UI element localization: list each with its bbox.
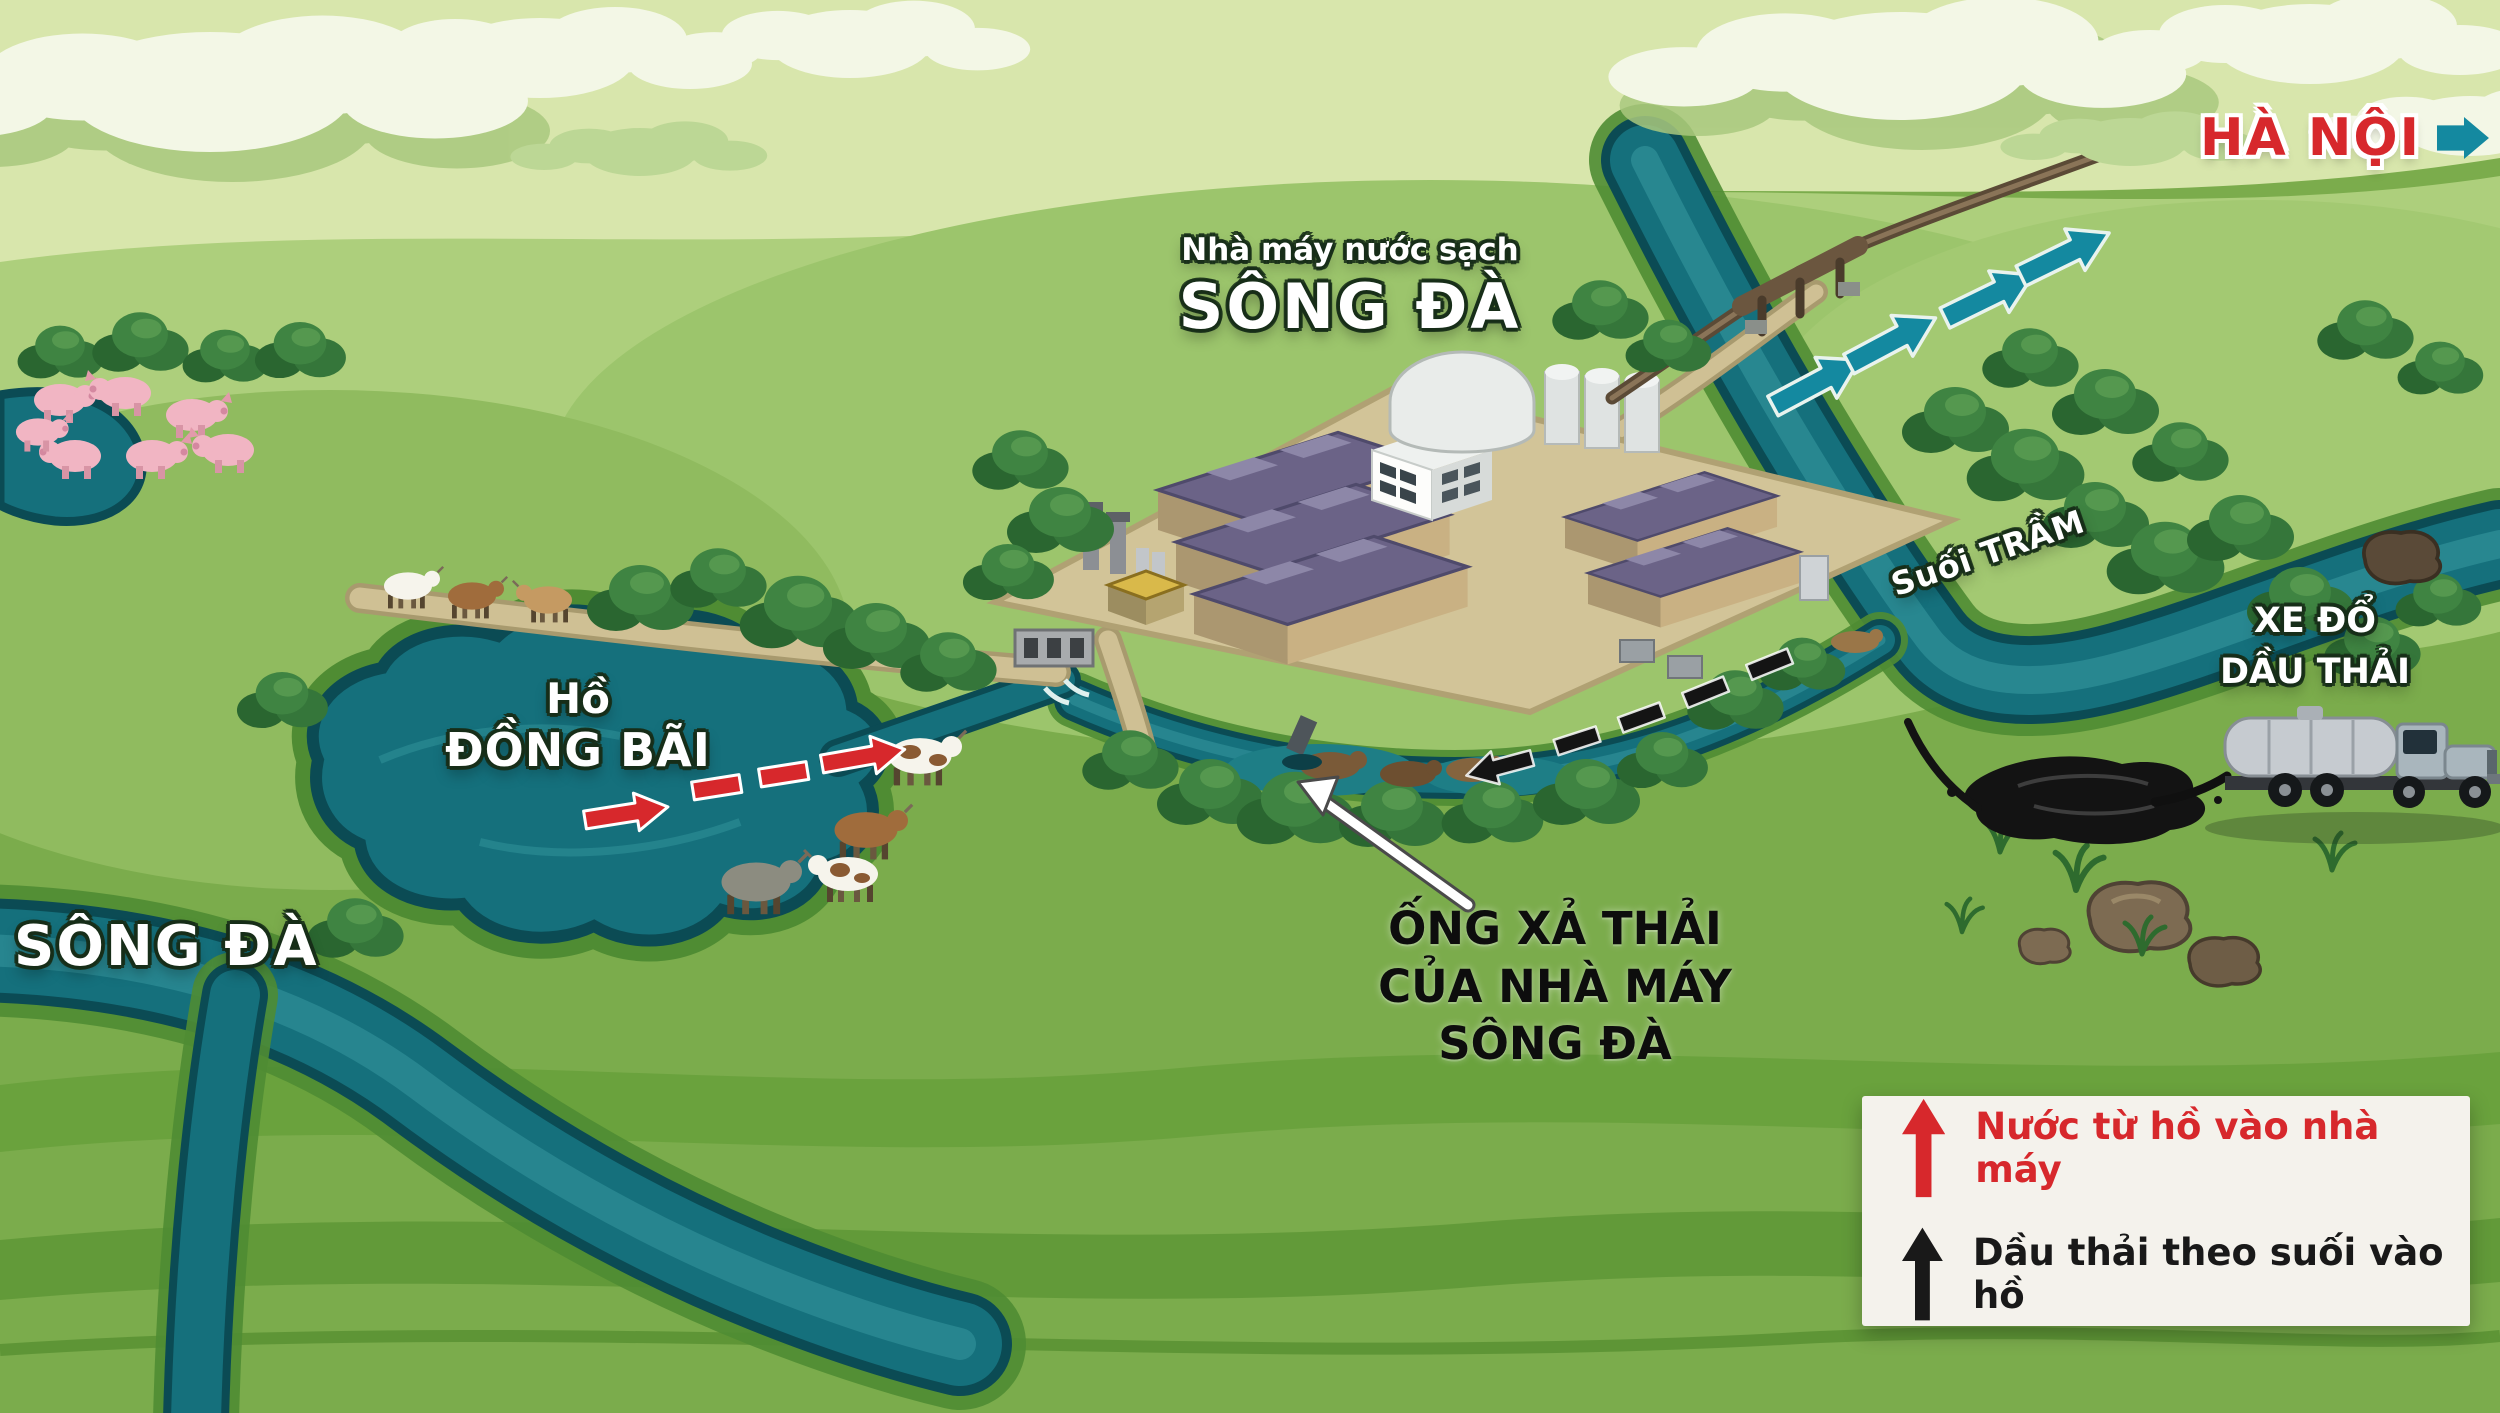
utility-unit [1619,639,1655,663]
discharge-pipe [1282,715,1322,770]
oil-tanker-truck [2150,706,2500,844]
cow-herd-south [719,729,968,916]
utility-unit [1667,655,1703,679]
oil-spill [1904,718,2222,845]
yellow-roof-building [1103,569,1189,625]
intake-dam [1013,628,1095,706]
storage-dome-tank [1388,350,1536,454]
left-river-song-da [0,387,1026,1413]
callout-pointer-arrow [1296,775,1476,913]
small-tank [1799,555,1829,601]
rocks [1947,529,2443,988]
lake-dong-bai [291,589,905,962]
